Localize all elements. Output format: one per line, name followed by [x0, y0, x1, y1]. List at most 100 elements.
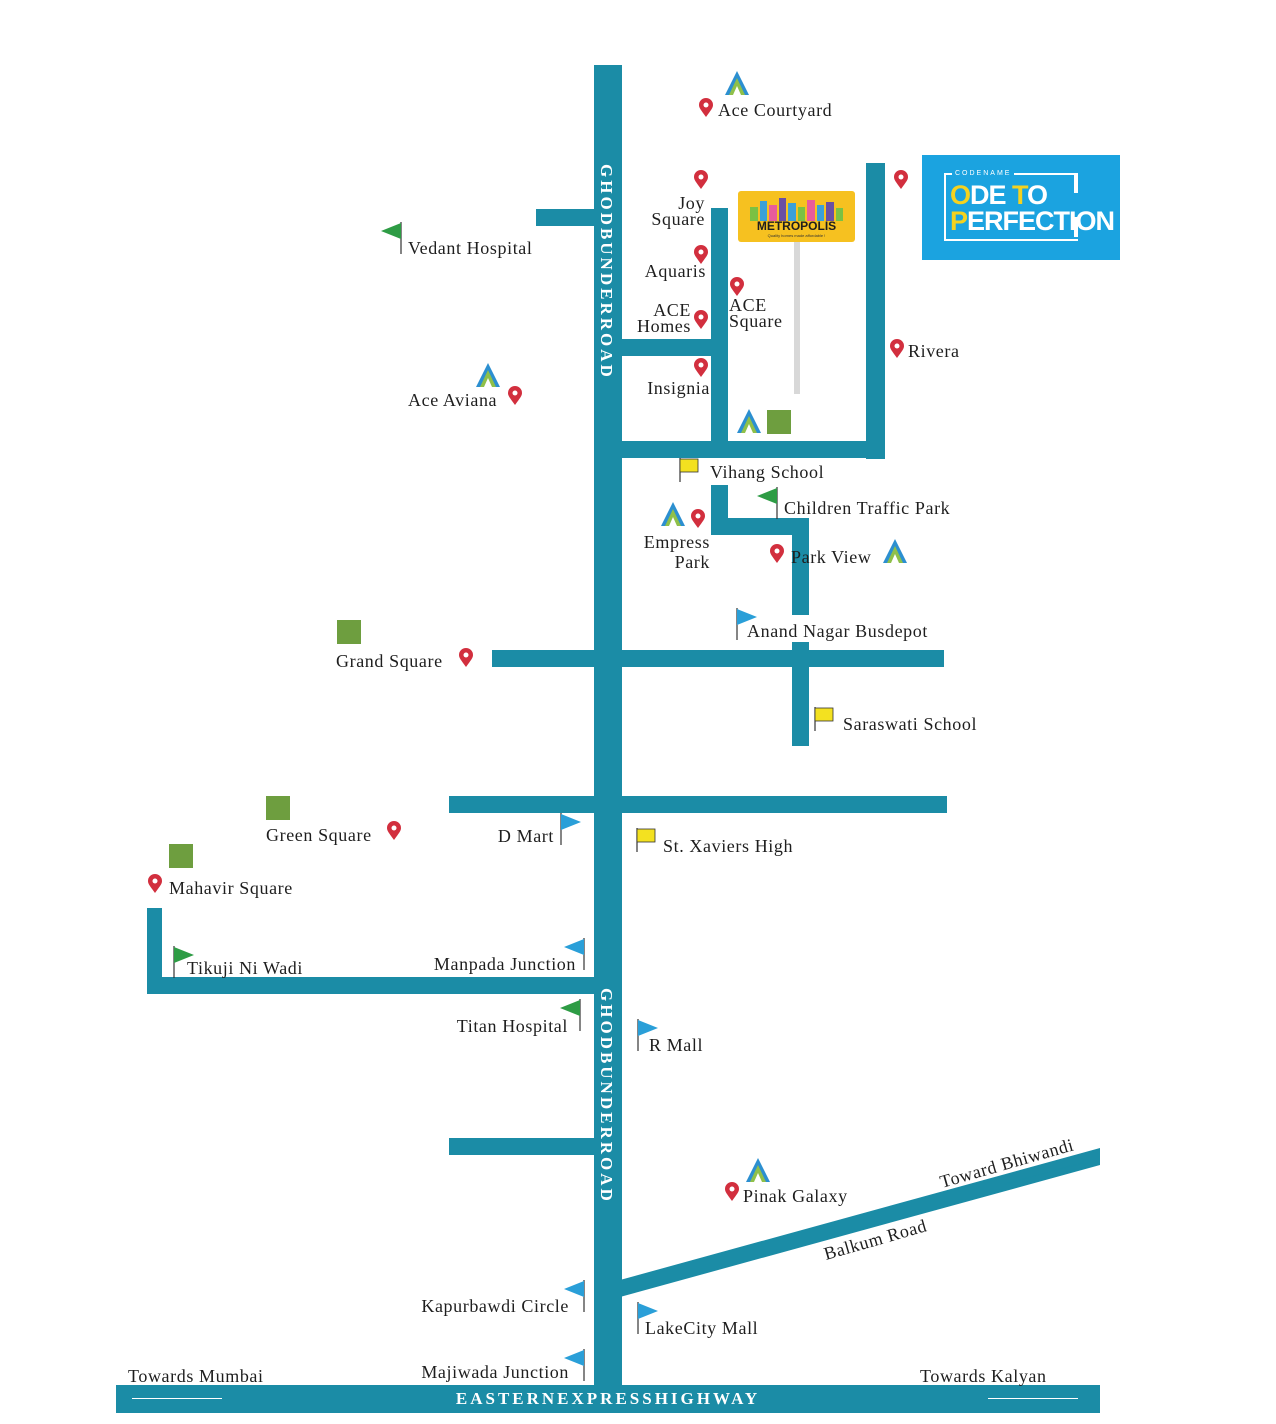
place-vedant-hospital: Vedant Hospital: [408, 238, 533, 258]
brand-frame-r: [1074, 173, 1078, 193]
balkum-road: [620, 1148, 1100, 1297]
road-aces-h: [620, 339, 715, 356]
place-empress: Empress: [643, 532, 710, 552]
place-saraswati-school: Saraswati School: [843, 714, 978, 734]
place-r-mall: R Mall: [649, 1035, 704, 1055]
ode-to-perfection-logo: CODENAME ODE TO PERFECTION: [922, 155, 1120, 260]
flag-icon: [564, 938, 585, 970]
place-manpada-junction: Manpada Junction: [433, 954, 576, 974]
place-majiwada-junction: Majiwada Junction: [421, 1362, 569, 1382]
green-square-icon: [767, 410, 791, 434]
flag-icon: [736, 608, 757, 640]
school-flag-icon: [814, 707, 834, 731]
place-empress-park: Park: [674, 552, 710, 572]
place-children-traffic-park: Children Traffic Park: [784, 498, 951, 518]
place-ace-aviana: Ace Aviana: [408, 390, 498, 410]
flag-icon: [560, 813, 581, 845]
ace-logo-icon: [883, 539, 907, 563]
place-joy: Joy: [678, 193, 705, 213]
place-ace-homes-1: ACE: [653, 300, 691, 320]
road-anand-nagar: [492, 650, 944, 667]
brand-frame-r2: [1074, 217, 1078, 237]
place-grand-square: Grand Square: [336, 651, 443, 671]
place-lakecity-mall: LakeCity Mall: [645, 1318, 759, 1338]
ace-logo-icon: [737, 409, 761, 433]
skyline-icon: [750, 198, 843, 221]
billboard-tagline: Quality homes made affordable !: [767, 233, 826, 238]
map-pin-icon: [387, 821, 401, 840]
place-d-mart: D Mart: [497, 826, 554, 846]
eastern-express-highway-label: EASTERNEXPRESSHIGHWAY: [455, 1389, 761, 1408]
brand-line-2: PERFECTION: [950, 206, 1115, 236]
flag-icon: [757, 487, 778, 519]
map-pin-icon: [694, 358, 708, 377]
eastern-express-highway: [116, 1385, 1100, 1413]
brand-codename: CODENAME: [952, 170, 1015, 177]
place-joy-square: Square: [651, 209, 705, 229]
green-square-icon: [337, 620, 361, 644]
place-vihang-school: Vihang School: [710, 462, 825, 482]
flag-icon: [381, 222, 402, 254]
ghodbunder-road-label-bottom: GHODBUNDERROAD: [597, 988, 616, 1204]
place-anand-nagar-busdepot: Anand Nagar Busdepot: [747, 621, 928, 641]
billboard-pole: [794, 242, 800, 394]
ace-logo-icon: [476, 363, 500, 387]
arrow-right-icon: [988, 1398, 1078, 1399]
map-pin-icon: [694, 310, 708, 329]
road-traffic-park-h: [711, 518, 809, 535]
place-kapurbawdi-circle: Kapurbawdi Circle: [421, 1296, 569, 1316]
map-pin-icon: [694, 245, 708, 264]
arrow-left-icon: [132, 1398, 222, 1399]
map-pin-icon: [725, 1182, 739, 1201]
ace-logo-icon: [661, 502, 685, 526]
map-pin-icon: [894, 170, 908, 189]
place-pinak-galaxy: Pinak Galaxy: [743, 1186, 848, 1206]
place-ace-square-1: ACE: [729, 295, 767, 315]
map-pin-icon: [770, 544, 784, 563]
road-saraswati: [792, 642, 809, 746]
road-dmart: [449, 796, 947, 813]
flag-icon: [564, 1349, 585, 1381]
map-pin-icon: [890, 339, 904, 358]
brand-line-1: ODE TO: [950, 180, 1048, 210]
road-rivera: [866, 163, 885, 459]
place-rivera: Rivera: [908, 341, 960, 361]
green-square-icon: [266, 796, 290, 820]
green-square-icon: [169, 844, 193, 868]
road-lower: [449, 1138, 597, 1155]
road-tikuji-v: [147, 908, 162, 994]
road-aces-v: [711, 208, 728, 448]
ace-logo-icon: [746, 1158, 770, 1182]
place-green-square: Green Square: [266, 825, 372, 845]
flag-icon: [637, 1302, 658, 1334]
road-vedant: [536, 209, 596, 226]
road-vihang: [620, 441, 880, 458]
place-park-view: Park View: [791, 547, 872, 567]
place-titan-hospital: Titan Hospital: [456, 1016, 568, 1036]
place-ace-square-2: Square: [729, 311, 783, 331]
place-aquaris: Aquaris: [644, 261, 706, 281]
flag-icon: [564, 1280, 585, 1312]
map-pin-icon: [694, 170, 708, 189]
school-flag-icon: [636, 828, 656, 852]
flag-icon: [173, 946, 194, 978]
direction-towards-mumbai: Towards Mumbai: [128, 1366, 264, 1386]
direction-towards-kalyan: Towards Kalyan: [920, 1366, 1047, 1386]
place-mahavir-square: Mahavir Square: [169, 878, 293, 898]
school-flag-icon: [679, 458, 699, 482]
map-pin-icon: [508, 386, 522, 405]
ghodbunder-road: [594, 65, 622, 1390]
map-pin-icon: [148, 874, 162, 893]
ace-logo-icon: [725, 71, 749, 95]
metropolis-billboard: METROPOLIS Quality homes made affordable…: [738, 191, 855, 242]
ghodbunder-road-label-top: GHODBUNDERROAD: [597, 164, 616, 380]
map-pin-icon: [459, 648, 473, 667]
map-pin-icon: [699, 98, 713, 117]
place-ace-homes-2: Homes: [637, 316, 691, 336]
place-st-xaviers-high: St. Xaviers High: [663, 836, 794, 856]
billboard-title: METROPOLIS: [756, 219, 837, 233]
bhiwandi-arrow: [1004, 1158, 1092, 1185]
place-ace-courtyard: Ace Courtyard: [718, 100, 833, 120]
